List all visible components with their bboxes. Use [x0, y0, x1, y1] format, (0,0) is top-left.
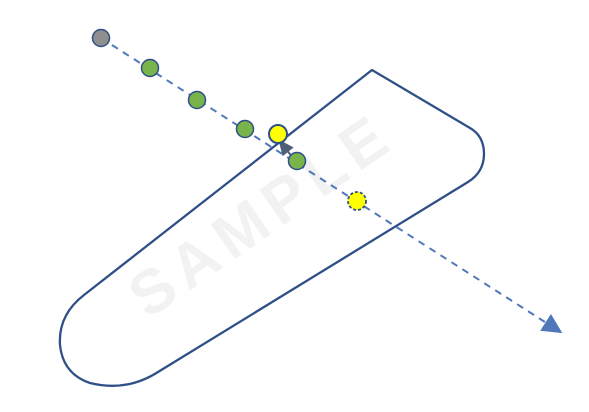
capsule-shape — [58, 68, 486, 387]
green-sample-point — [140, 58, 160, 78]
ray-start-point — [91, 28, 111, 48]
green-sample-point — [287, 151, 307, 171]
yellow-hit-point — [268, 124, 288, 144]
yellow-estimate-point — [347, 191, 367, 211]
watermark-text: SAMPLE — [116, 99, 407, 331]
green-sample-point — [235, 119, 255, 139]
green-sample-point — [187, 90, 207, 110]
